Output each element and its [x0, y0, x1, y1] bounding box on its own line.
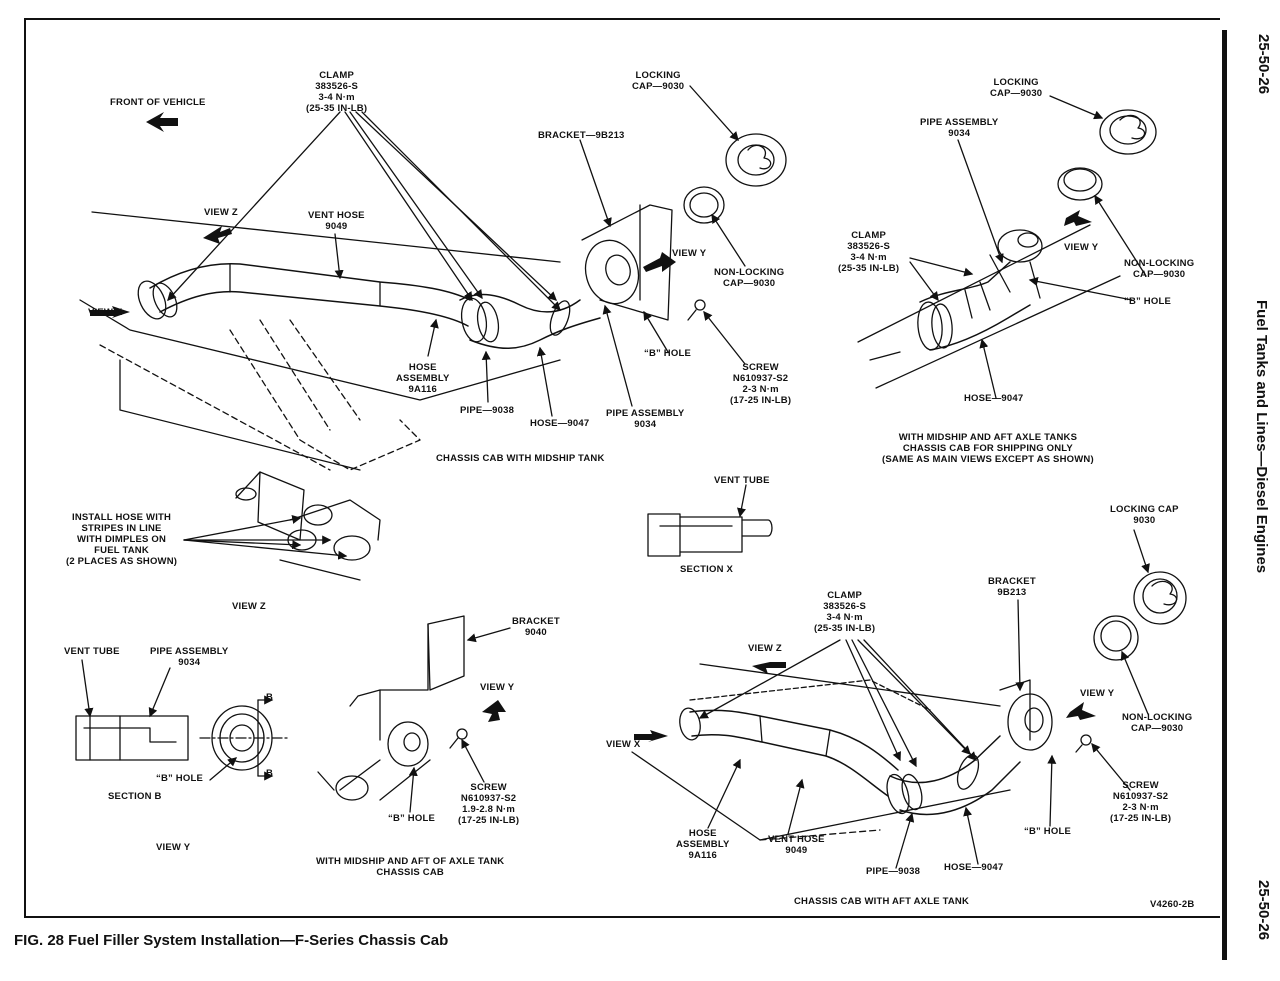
label-view-y-main: VIEW Y — [672, 248, 707, 259]
label-front-of-vehicle: FRONT OF VEHICLE — [110, 97, 206, 108]
label-vent-tube-x: VENT TUBE — [714, 475, 770, 486]
label-view-z-main: VIEW Z — [204, 207, 238, 218]
label-pipe-assembly-b: PIPE ASSEMBLY 9034 — [150, 646, 229, 668]
caption-view-y: VIEW Y — [156, 842, 191, 853]
label-hose-9047-ship: HOSE—9047 — [964, 393, 1024, 404]
label-pipe-assembly-ship: PIPE ASSEMBLY 9034 — [920, 117, 999, 139]
page-number-bottom: 25-50-26 — [1255, 880, 1272, 941]
label-vent-hose-main: VENT HOSE 9049 — [308, 210, 365, 232]
label-b-hole-aft: “B” HOLE — [1024, 826, 1071, 837]
label-non-locking-cap-aft: NON-LOCKING CAP—9030 — [1122, 712, 1193, 734]
label-b-hole-b: “B” HOLE — [156, 773, 203, 784]
shipping-view — [857, 95, 1157, 399]
label-view-x-main: VIEW X — [88, 307, 123, 318]
caption-shipping: WITH MIDSHIP AND AFT AXLE TANKS CHASSIS … — [882, 432, 1094, 465]
label-bracket-main: BRACKET—9B213 — [538, 130, 625, 141]
caption-section-x: SECTION X — [680, 564, 734, 575]
label-b-mark-top: B — [266, 692, 274, 703]
label-b-hole-main: “B” HOLE — [644, 348, 691, 359]
label-pipe-assembly-main: PIPE ASSEMBLY 9034 — [606, 408, 685, 430]
label-pipe-main: PIPE—9038 — [460, 405, 515, 416]
label-clamp-aft: CLAMP 383526-S 3-4 N·m (25-35 IN-LB) — [814, 590, 876, 634]
label-clamp-ship: CLAMP 383526-S 3-4 N·m (25-35 IN-LB) — [838, 230, 900, 274]
label-view-y-aft: VIEW Y — [1080, 688, 1115, 699]
label-vent-hose-aft: VENT HOSE 9049 — [768, 834, 825, 856]
view-z-detail — [183, 471, 381, 581]
figure-caption: FIG. 28 Fuel Filler System Installation—… — [14, 932, 449, 949]
section-b-detail — [75, 659, 291, 781]
label-pipe-aft: PIPE—9038 — [866, 866, 921, 877]
label-locking-cap-ship: LOCKING CAP—9030 — [990, 77, 1043, 99]
label-vent-tube-b: VENT TUBE — [64, 646, 120, 657]
label-non-locking-cap-main: NON-LOCKING CAP—9030 — [714, 267, 785, 289]
main-midship-view — [79, 85, 787, 471]
figure-frame — [24, 18, 1220, 918]
label-screw-axle: SCREW N610937-S2 1.9-2.8 N·m (17-25 IN-L… — [458, 782, 520, 826]
label-bracket-9040: BRACKET 9040 — [512, 616, 560, 638]
label-hose-9047-main: HOSE—9047 — [530, 418, 590, 429]
caption-section-b: SECTION B — [108, 791, 162, 802]
label-hose-assembly-main: HOSE ASSEMBLY 9A116 — [396, 362, 450, 395]
label-view-y-axle: VIEW Y — [480, 682, 515, 693]
label-locking-cap-main: LOCKING CAP—9030 — [632, 70, 685, 92]
label-b-hole-ship: “B” HOLE — [1124, 296, 1171, 307]
caption-axle-tank: WITH MIDSHIP AND AFT OF AXLE TANK CHASSI… — [316, 856, 505, 878]
label-locking-cap-aft: LOCKING CAP 9030 — [1110, 504, 1179, 526]
caption-view-z: VIEW Z — [232, 601, 266, 612]
label-screw-main: SCREW N610937-S2 2-3 N·m (17-25 IN-LB) — [730, 362, 792, 406]
label-b-hole-axle: “B” HOLE — [388, 813, 435, 824]
caption-midship: CHASSIS CAB WITH MIDSHIP TANK — [436, 453, 605, 464]
sidebar-rule — [1222, 30, 1227, 960]
label-view-x-aft: VIEW X — [606, 739, 641, 750]
label-view-y-ship: VIEW Y — [1064, 242, 1099, 253]
aft-axle-view — [631, 529, 1187, 869]
label-non-locking-cap-ship: NON-LOCKING CAP—9030 — [1124, 258, 1195, 280]
label-install-note: INSTALL HOSE WITH STRIPES IN LINE WITH D… — [66, 512, 178, 567]
caption-aft-axle: CHASSIS CAB WITH AFT AXLE TANK — [794, 896, 970, 907]
exploded-diagram — [75, 85, 1187, 869]
label-hose-9047-aft: HOSE—9047 — [944, 862, 1004, 873]
label-view-z-aft: VIEW Z — [748, 643, 782, 654]
label-clamp-main: CLAMP 383526-S 3-4 N·m (25-35 IN-LB) — [306, 70, 368, 114]
section-x-detail — [647, 484, 773, 557]
label-hose-assembly-aft: HOSE ASSEMBLY 9A116 — [676, 828, 730, 861]
page-number-top: 25-50-26 — [1255, 34, 1272, 95]
axle-tank-view — [317, 615, 511, 813]
label-b-mark-bottom: B — [266, 768, 274, 779]
drawing-id: V4260-2B — [1150, 899, 1195, 910]
label-bracket-aft: BRACKET 9B213 — [988, 576, 1036, 598]
label-screw-aft: SCREW N610937-S2 2-3 N·m (17-25 IN-LB) — [1110, 780, 1172, 824]
section-title: Fuel Tanks and Lines—Diesel Engines — [1253, 300, 1270, 574]
